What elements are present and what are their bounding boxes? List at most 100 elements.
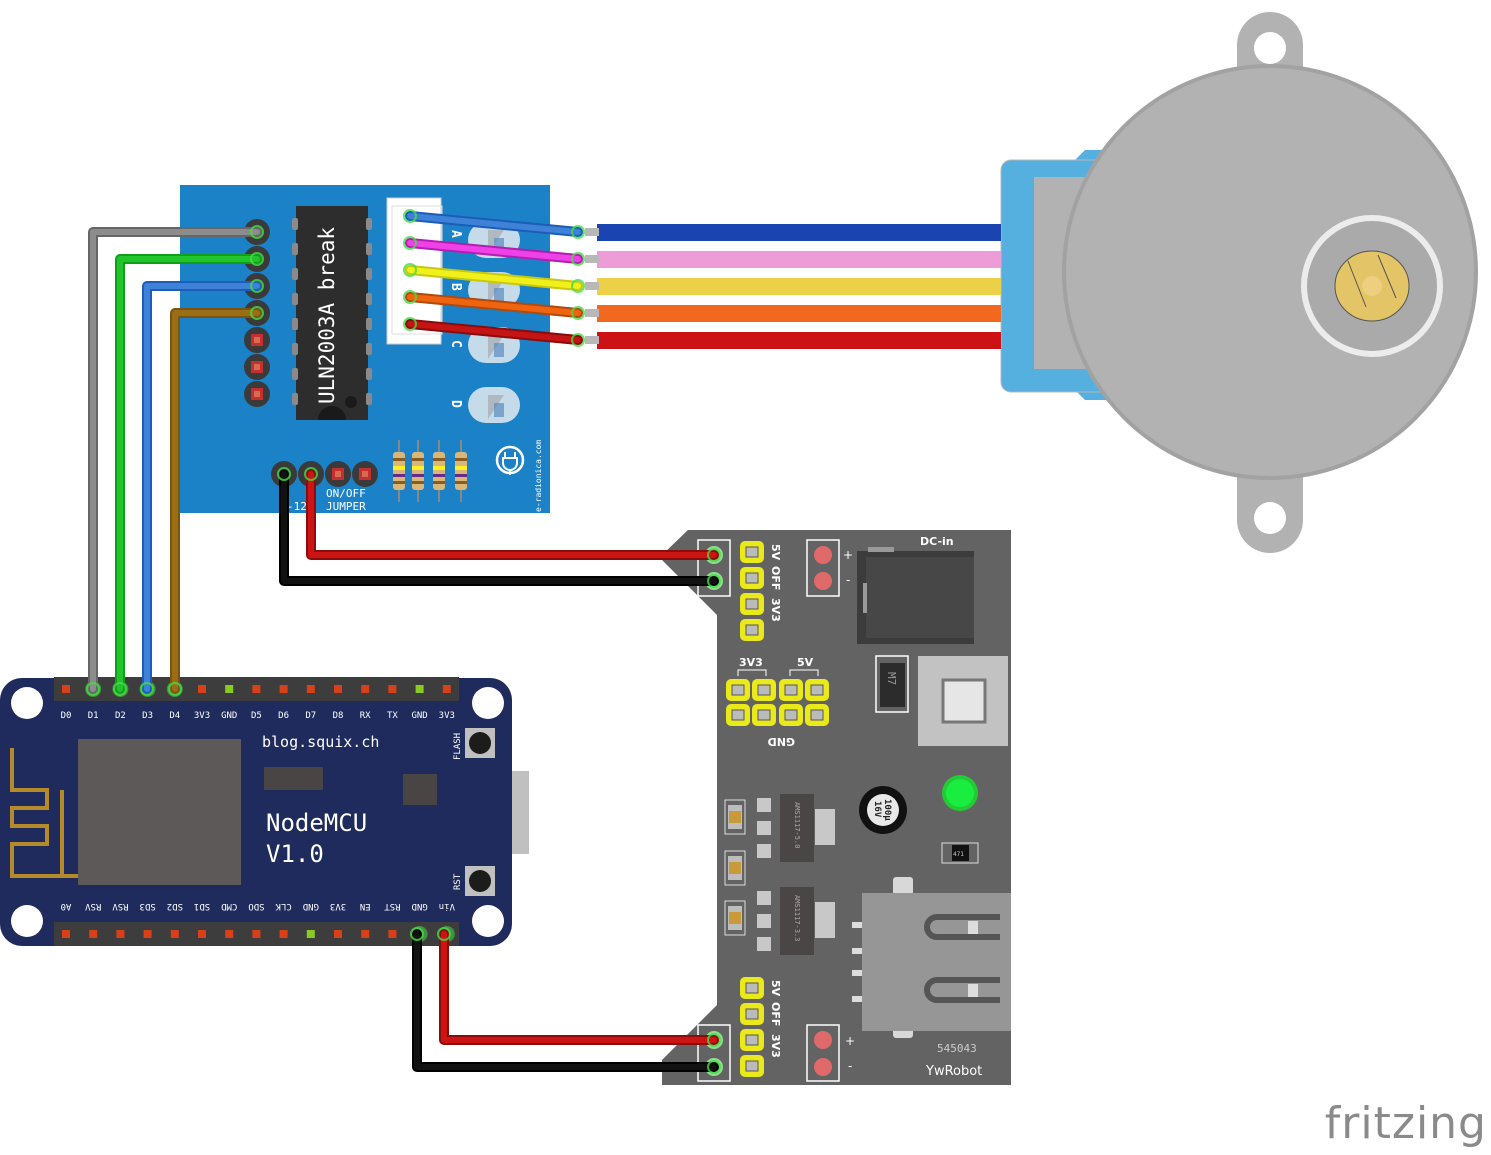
header-pin[interactable]	[279, 930, 288, 938]
header-pin[interactable]	[116, 930, 125, 938]
usb-port[interactable]	[852, 877, 1011, 1038]
rail-label: OFF	[769, 566, 782, 590]
pin-label: GND	[411, 901, 427, 911]
wire[interactable]	[308, 471, 717, 558]
header-pin[interactable]	[279, 685, 288, 693]
header-pin[interactable]	[306, 930, 315, 938]
reset-button[interactable]	[469, 870, 491, 892]
pin-label: SD3	[139, 901, 155, 911]
header-pin[interactable]	[225, 930, 234, 938]
header-pin[interactable]	[225, 685, 234, 693]
pin-label: D6	[278, 711, 289, 721]
voltage-regulator	[780, 887, 814, 955]
pin-label: SD2	[167, 901, 183, 911]
rail-label: 5V	[769, 544, 782, 561]
smd-resistor	[952, 845, 969, 861]
dc-in-label: DC-in	[920, 535, 954, 548]
pin-label: RST	[384, 901, 401, 911]
voltage-select-jumper-bottom[interactable]	[740, 977, 764, 1077]
wire[interactable]	[172, 310, 260, 692]
rail-label: OFF	[769, 1002, 782, 1026]
pin-label: EN	[360, 901, 371, 911]
header-pin[interactable]	[252, 685, 261, 693]
header-pin[interactable]	[89, 930, 98, 938]
header-pin[interactable]	[388, 930, 397, 938]
header-pin[interactable]	[252, 930, 261, 938]
regulator-label: AMS1117-3.3	[793, 895, 801, 941]
wire[interactable]	[407, 294, 581, 316]
header-pin[interactable]	[62, 685, 70, 693]
header-pin[interactable]	[62, 930, 70, 938]
header-pin[interactable]	[306, 685, 315, 693]
led-label: D	[448, 400, 463, 408]
pin-label: D8	[333, 711, 344, 721]
header-pin[interactable]	[361, 930, 370, 938]
e-radionica-logo-icon	[495, 445, 525, 475]
pin-label: CLK	[275, 901, 292, 911]
pin-label: GND	[411, 711, 427, 721]
gnd-label: GND	[768, 735, 795, 748]
motor-mount-hole-top	[1254, 32, 1286, 64]
esp-module-shield	[78, 739, 241, 885]
wire[interactable]	[414, 931, 717, 1070]
pin-label: A0	[61, 901, 72, 911]
svg-text:471: 471	[953, 851, 964, 858]
motor-ribbon-cable	[585, 224, 1001, 349]
header-pin[interactable]	[198, 930, 206, 938]
header-pin[interactable]	[334, 930, 342, 938]
wire[interactable]	[441, 931, 717, 1043]
voltage-select-jumper-top[interactable]	[740, 541, 764, 641]
pin-label: D7	[305, 711, 316, 721]
motor-wire	[597, 305, 1001, 322]
jumper-label-1: ON/OFF	[326, 487, 366, 500]
wire[interactable]	[281, 471, 717, 584]
led-label: B	[448, 283, 463, 291]
motor-mount-hole-bottom	[1254, 502, 1286, 534]
header-pin[interactable]	[143, 930, 152, 938]
minus-label-top: -	[846, 573, 850, 587]
module-serial: 545043	[937, 1042, 977, 1055]
voltage-regulator	[780, 794, 814, 862]
header-pin[interactable]	[198, 685, 206, 693]
power-voltage-label: -12	[287, 500, 307, 513]
header-pin[interactable]	[442, 685, 451, 693]
wire[interactable]	[117, 256, 260, 692]
module-brand: YwRobot	[925, 1064, 982, 1079]
header-pin[interactable]	[334, 685, 342, 693]
pin-label: 3V3	[330, 901, 346, 911]
header-pin[interactable]	[415, 685, 424, 693]
header-pin[interactable]	[170, 930, 179, 938]
pin-label: TX	[387, 711, 398, 721]
output-header-block	[726, 679, 829, 726]
nodemcu-url: blog.squix.ch	[262, 733, 379, 751]
flash-label: FLASH	[453, 733, 463, 760]
wire[interactable]	[407, 321, 581, 343]
led-label: C	[448, 340, 463, 348]
header-pin[interactable]	[361, 685, 370, 693]
wifi-antenna-icon	[10, 748, 78, 878]
wire[interactable]	[407, 213, 581, 235]
pin-label: RSV	[84, 901, 101, 911]
resistor	[412, 452, 424, 490]
rail-label: 3V3	[769, 598, 782, 622]
motor-wire	[597, 278, 1001, 295]
nodemcu-name: NodeMCU	[266, 809, 367, 837]
pin-label: D2	[115, 711, 126, 721]
wire[interactable]	[144, 283, 260, 692]
wire-layer	[86, 209, 721, 1074]
wire[interactable]	[407, 267, 581, 289]
flash-button[interactable]	[469, 732, 491, 754]
rail-label: 3V3	[769, 1034, 782, 1058]
wire[interactable]	[407, 240, 581, 262]
pin-label: RSV	[112, 901, 129, 911]
pin-label: Vin	[439, 901, 455, 911]
pin-label: CMD	[221, 901, 237, 911]
wire[interactable]	[90, 229, 260, 692]
pin-label: D5	[251, 711, 262, 721]
diode-m7	[880, 663, 905, 707]
pin-label: D3	[142, 711, 153, 721]
header-pin[interactable]	[388, 685, 397, 693]
